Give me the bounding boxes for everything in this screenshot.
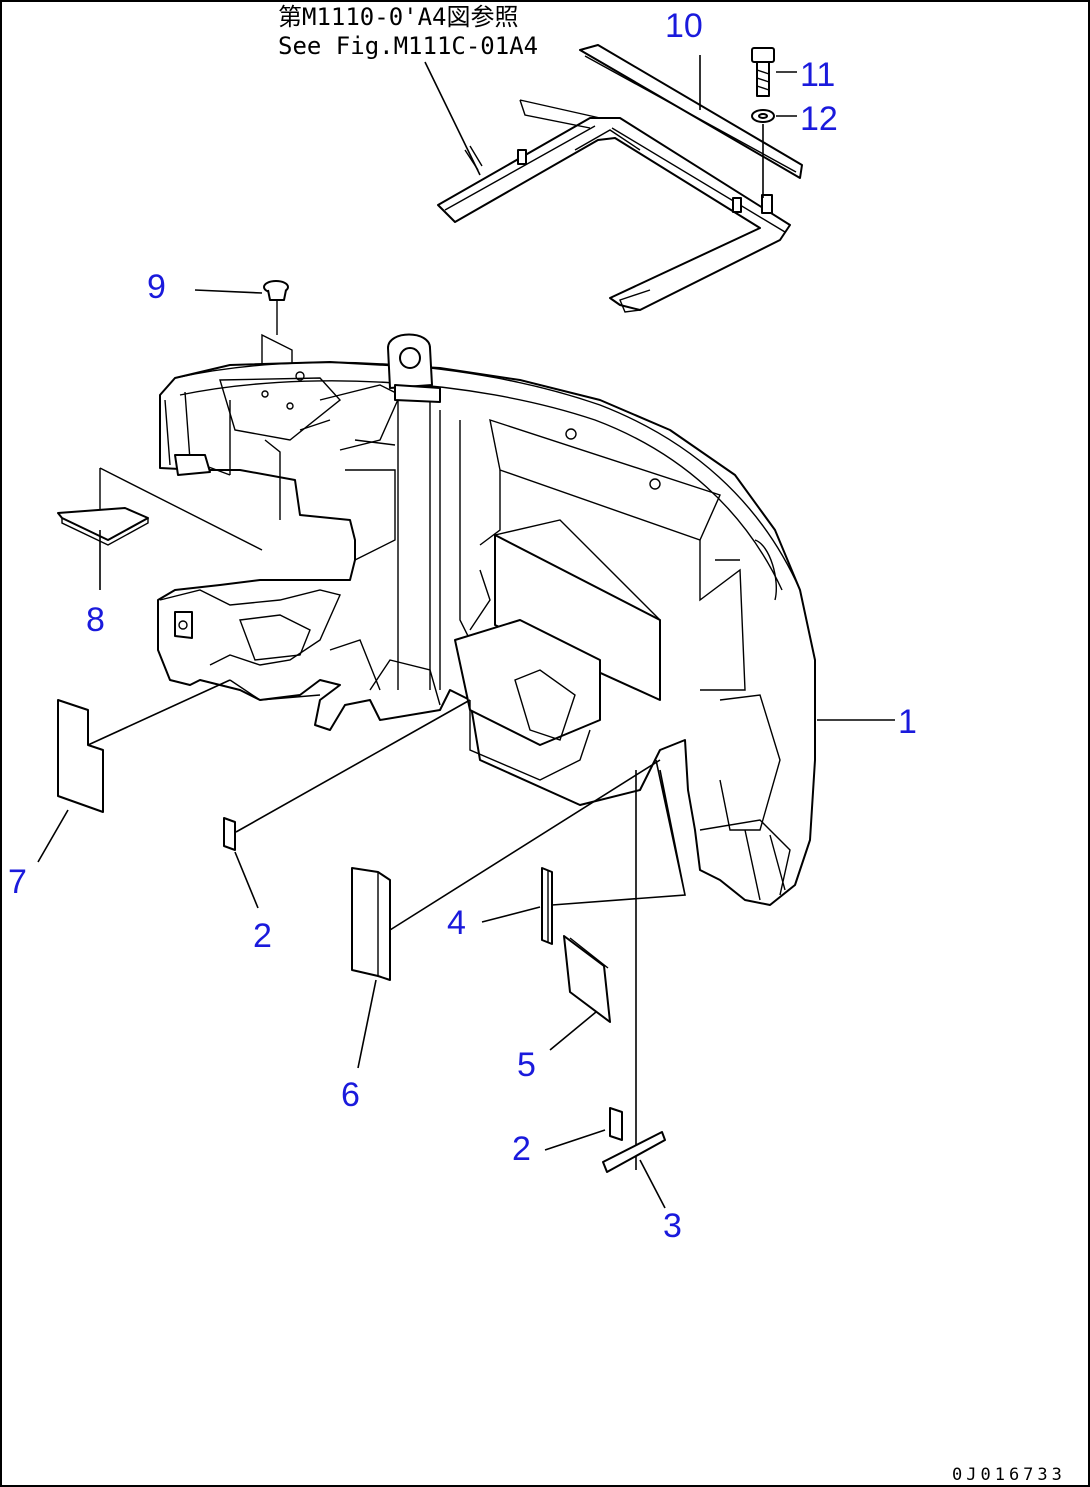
leader-5	[549, 1011, 597, 1051]
part-2-pad-upper	[223, 817, 236, 851]
callout-2-lower: 2	[512, 1130, 531, 1168]
callout-3: 3	[663, 1207, 682, 1245]
leader-4	[481, 906, 541, 923]
reference-leader	[424, 61, 481, 176]
part-7-sheet	[57, 699, 104, 813]
part-10-rail	[579, 44, 803, 179]
leader-6	[357, 979, 377, 1069]
part-8-guide-lines	[99, 467, 263, 551]
callout-1: 1	[898, 703, 917, 741]
part-12-washer	[751, 109, 775, 123]
callout-5: 5	[517, 1046, 536, 1084]
part-4-strip	[541, 867, 553, 945]
part-11-bolt	[751, 47, 775, 97]
callout-7: 7	[8, 863, 27, 901]
part-1-housing	[157, 333, 816, 906]
callout-11: 11	[800, 56, 835, 94]
callout-2-upper: 2	[253, 917, 272, 955]
part-6-guide-line	[389, 759, 661, 931]
leader-7	[37, 809, 69, 863]
callout-10: 10	[665, 7, 703, 45]
leader-3	[639, 1159, 666, 1209]
part-5-pad	[563, 935, 611, 1023]
callout-6: 6	[341, 1076, 360, 1114]
part-2-upper-guide	[235, 699, 471, 833]
part-8-pad	[57, 507, 149, 546]
callout-12: 12	[800, 100, 838, 138]
reference-break-mark	[464, 145, 483, 171]
leader-9	[194, 289, 263, 294]
part-3-strip	[602, 1131, 666, 1173]
part-2-pad-lower	[609, 1107, 623, 1141]
leader-2-lower	[544, 1129, 606, 1151]
part-7-guide-line	[87, 679, 231, 746]
reference-text-en: See Fig.M111C-01A4	[278, 32, 538, 60]
part-9-clip	[263, 280, 289, 335]
callout-8: 8	[86, 601, 105, 639]
part-4-guide-lines	[551, 759, 686, 906]
drawing-code: 0J016733	[952, 1465, 1066, 1485]
part-6-pad	[351, 867, 391, 981]
leader-2-upper	[234, 851, 259, 909]
reference-text-jp: 第M1110-0'A4図参照	[278, 3, 519, 31]
roof-frame-assembly	[437, 99, 791, 313]
callout-9: 9	[147, 268, 166, 306]
callout-4: 4	[447, 904, 466, 942]
